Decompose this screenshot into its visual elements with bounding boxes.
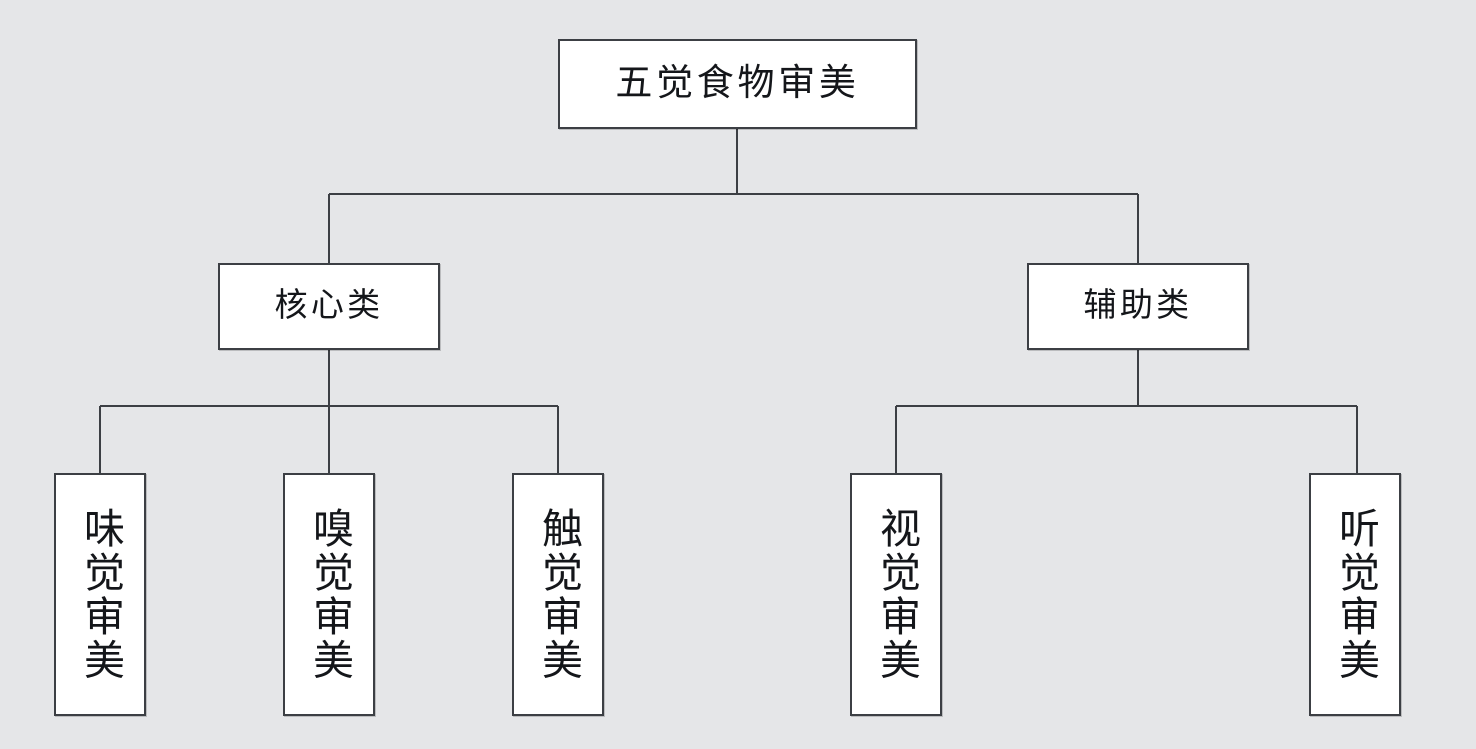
node-branch-core-label: 核心类 [274, 287, 384, 324]
node-branch-auxiliary-label: 辅助类 [1083, 287, 1193, 324]
node-root-label: 五觉食物审美 [615, 62, 860, 104]
node-branch-core: 核心类 [218, 263, 440, 350]
node-leaf-sight-label: 视觉审美 [873, 506, 920, 683]
node-leaf-smell-label: 嗅觉审美 [306, 506, 353, 683]
node-root: 五觉食物审美 [558, 39, 917, 129]
node-leaf-smell: 嗅觉审美 [283, 473, 375, 716]
node-leaf-touch-label: 触觉审美 [535, 506, 582, 683]
node-leaf-taste-label: 味觉审美 [77, 506, 124, 683]
node-leaf-taste: 味觉审美 [54, 473, 146, 716]
node-leaf-hearing: 听觉审美 [1309, 473, 1401, 716]
node-leaf-sight: 视觉审美 [850, 473, 942, 716]
node-branch-auxiliary: 辅助类 [1027, 263, 1249, 350]
node-leaf-touch: 触觉审美 [512, 473, 604, 716]
node-leaf-hearing-label: 听觉审美 [1332, 506, 1379, 683]
